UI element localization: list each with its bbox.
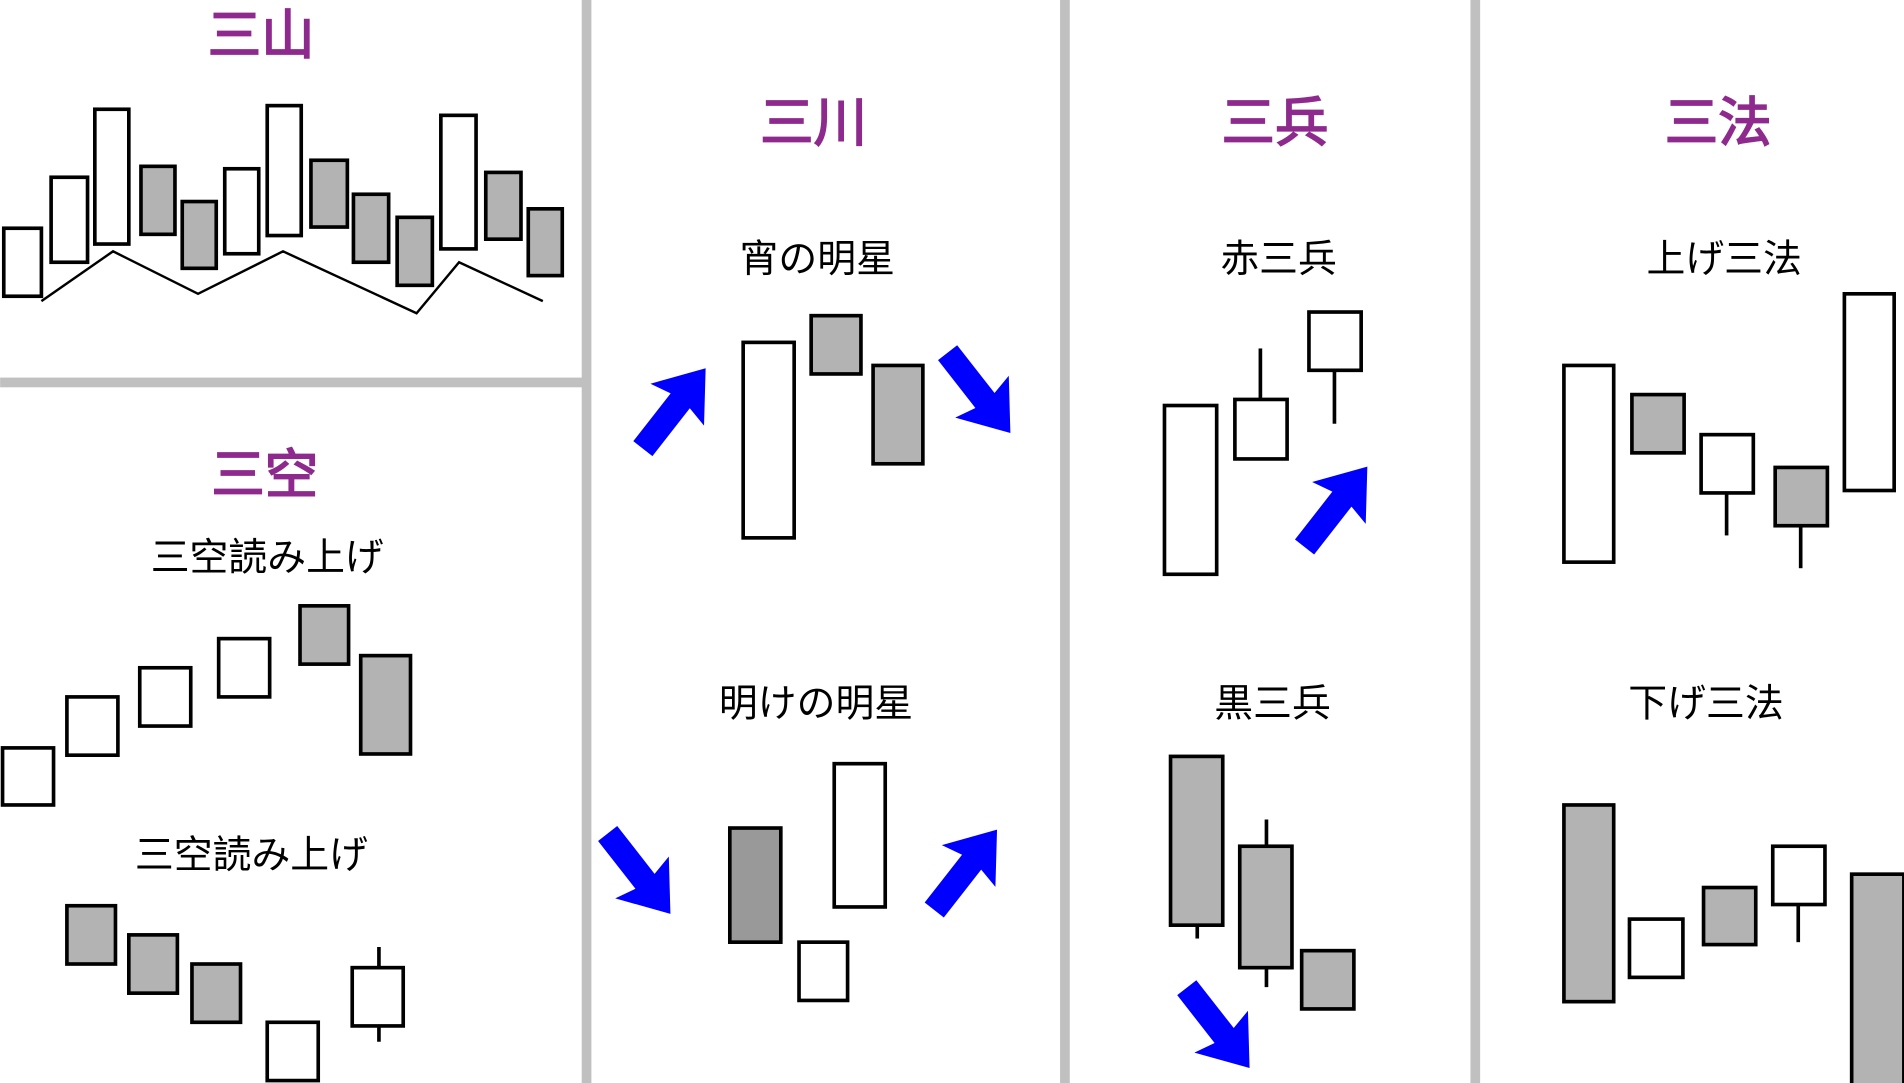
subtitle-falling-three: 下げ三法 <box>1628 681 1783 726</box>
divider-vertical-3 <box>1470 0 1481 1083</box>
title-sanpou: 三法 <box>1665 91 1772 154</box>
candle <box>1627 917 1685 980</box>
candle <box>137 665 193 728</box>
candle <box>1299 948 1356 1011</box>
falling-three-methods-candles <box>1562 803 1904 1083</box>
title-sanpei: 三兵 <box>1222 91 1329 154</box>
sanzan-candles <box>1 103 565 315</box>
subtitle-sanku-1: 三空読み上げ <box>151 536 384 581</box>
sanku-up-candles <box>0 604 413 807</box>
candle <box>127 933 180 995</box>
arrow-up-right-icon <box>616 347 733 470</box>
divider-vertical-1 <box>581 0 592 1083</box>
candle <box>1849 872 1904 1083</box>
candle <box>871 363 925 466</box>
title-sansen: 三川 <box>760 91 867 154</box>
three-mountains-line <box>40 249 544 315</box>
candle <box>265 103 304 238</box>
candle <box>139 164 177 237</box>
candle <box>358 653 413 756</box>
divider-vertical-2 <box>1060 0 1070 1083</box>
candle <box>483 170 523 242</box>
candle <box>298 604 351 666</box>
rising-three-methods-candles <box>1562 291 1896 569</box>
candle <box>350 965 406 1028</box>
candle <box>1699 432 1756 495</box>
candle <box>1162 403 1219 577</box>
arrow-down-right-icon <box>920 331 1038 454</box>
title-sanzan: 三山 <box>208 3 315 66</box>
subtitle-sanku-2: 三空読み上げ <box>135 833 368 878</box>
candle <box>351 192 391 265</box>
divider-horizontal <box>0 377 583 388</box>
candle <box>180 199 219 271</box>
candle <box>395 215 435 288</box>
candle <box>832 761 888 909</box>
candle <box>1562 803 1616 1004</box>
candle <box>93 107 131 246</box>
candle <box>1307 310 1363 373</box>
candle <box>741 340 796 540</box>
candle <box>1562 363 1616 564</box>
candle <box>809 313 863 376</box>
evening-star-candles <box>616 313 1038 540</box>
candle <box>309 158 350 229</box>
subtitle-evening-star: 宵の明星 <box>740 237 895 282</box>
candle <box>190 962 243 1025</box>
candle <box>1773 465 1830 528</box>
candle <box>439 113 478 251</box>
candle <box>222 166 261 256</box>
candle <box>1237 844 1294 970</box>
subtitle-red-three-soldiers: 赤三兵 <box>1220 237 1337 282</box>
candle <box>0 746 56 807</box>
morning-star-candles <box>580 761 1024 1003</box>
candle <box>65 903 118 966</box>
red-three-soldiers-candles <box>1162 310 1395 577</box>
candle <box>65 695 120 758</box>
black-three-crows-candles <box>1159 754 1356 1083</box>
sanku-down-candles <box>65 903 406 1083</box>
candle <box>1168 754 1225 927</box>
candle <box>49 175 90 265</box>
arrow-up-right-icon <box>907 808 1024 931</box>
subtitle-morning-star: 明けの明星 <box>719 681 913 726</box>
candle <box>727 826 783 944</box>
subtitle-black-three-crows: 黒三兵 <box>1214 681 1331 726</box>
candle <box>216 636 272 699</box>
candle <box>1842 291 1896 493</box>
arrow-up-right-icon <box>1277 445 1395 568</box>
candle <box>1701 885 1758 947</box>
candle <box>797 940 850 1003</box>
candle <box>1 226 44 299</box>
arrow-down-right-icon <box>1159 966 1277 1083</box>
title-sanku: 三空 <box>211 443 318 506</box>
candle <box>526 207 565 278</box>
candle <box>265 1020 321 1083</box>
candle <box>1233 397 1289 461</box>
subtitle-rising-three: 上げ三法 <box>1646 237 1801 282</box>
candle <box>1630 392 1686 455</box>
candle <box>1770 844 1827 907</box>
arrow-down-right-icon <box>580 812 698 935</box>
